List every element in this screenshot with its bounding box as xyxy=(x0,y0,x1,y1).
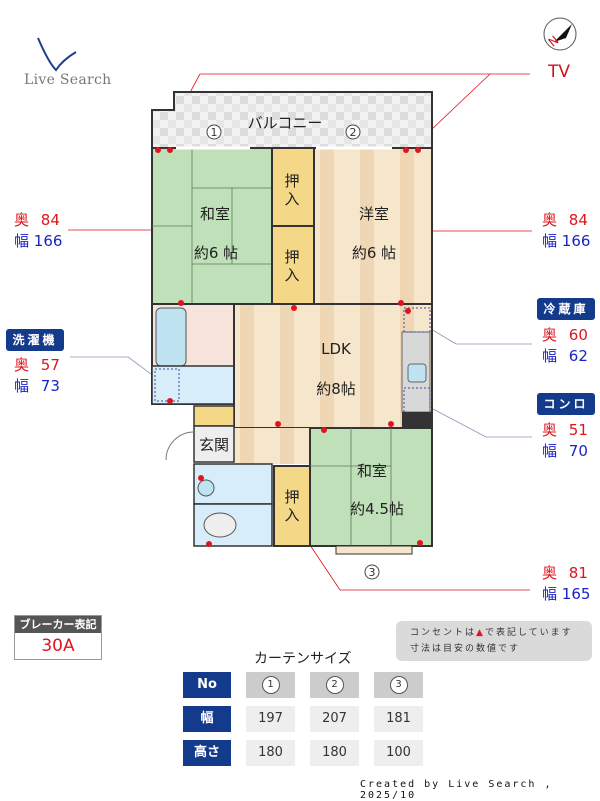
closet-label-3: 押入 xyxy=(284,488,300,524)
breaker-value: 30A xyxy=(15,633,101,659)
balcony-label: バルコニー xyxy=(247,114,323,132)
room-size-yoshitsu: 約6 帖 xyxy=(351,244,397,262)
room-size-washitsu-2: 約4.5帖 xyxy=(350,500,404,518)
washer-badge: 洗濯機 xyxy=(6,329,64,351)
breaker-header: ブレーカー表記 xyxy=(15,616,101,633)
dim-washer: 奥 57 幅 73 xyxy=(14,356,60,395)
curtain-row-width: 幅 197 207 181 xyxy=(183,706,438,732)
curtain-row-no: No 1 2 3 xyxy=(183,672,438,698)
room-size-washitsu-1: 約6 帖 xyxy=(193,244,239,262)
dim-right-window: 奥 84 幅 166 xyxy=(542,211,591,250)
stove-badge: コンロ xyxy=(537,393,595,415)
svg-text:3: 3 xyxy=(369,566,376,579)
room-size-ldk: 約8帖 xyxy=(316,380,356,398)
compass-icon: N xyxy=(543,17,577,51)
footer-credit: Created by Live Search , 2025/10 xyxy=(360,779,553,801)
room-name-ldk: LDK xyxy=(321,340,351,358)
tv-label: TV xyxy=(548,62,571,82)
dim-fridge: 奥 60 幅 62 xyxy=(542,326,588,365)
entrance-label: 玄関 xyxy=(198,436,229,454)
breaker-box: ブレーカー表記 30A xyxy=(14,615,102,660)
curtain-table: No 1 2 3 幅 197 207 181 高さ 180 180 100 xyxy=(183,672,438,774)
curtain-row-height: 高さ 180 180 100 xyxy=(183,740,438,766)
dim-bottom-window: 奥 81 幅 165 xyxy=(542,564,591,603)
closet-label-2: 押入 xyxy=(284,248,300,284)
outlet-marker-icon: ▲ xyxy=(476,628,485,638)
logo-text: Live Search xyxy=(24,72,112,88)
room-name-washitsu-2: 和室 xyxy=(356,462,387,480)
svg-text:1: 1 xyxy=(211,126,218,139)
closet-label-1: 押入 xyxy=(284,172,300,208)
fridge-badge: 冷蔵庫 xyxy=(537,298,595,320)
floorplan: 1 2 3 xyxy=(68,73,532,591)
outlet-note: コンセントは▲で表記しています 寸法は目安の数値です xyxy=(396,621,592,661)
room-name-yoshitsu: 洋室 xyxy=(358,205,389,223)
logo-mark-icon xyxy=(37,37,77,72)
svg-text:2: 2 xyxy=(350,126,357,139)
room-name-washitsu-1: 和室 xyxy=(199,205,230,223)
curtain-title: カーテンサイズ xyxy=(254,651,352,667)
dim-left-window: 奥 84 幅 166 xyxy=(14,211,63,250)
dim-stove: 奥 51 幅 70 xyxy=(542,421,588,460)
